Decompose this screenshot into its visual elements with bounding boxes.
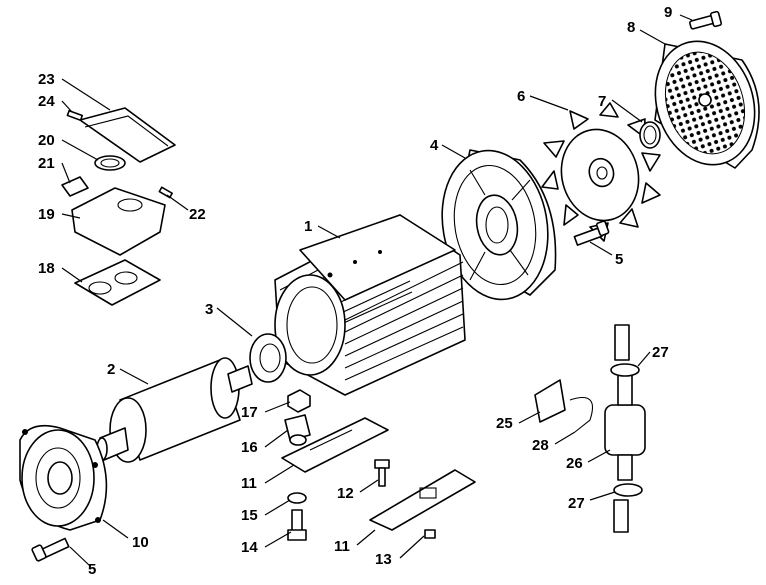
callout-27-upper: 27 (652, 344, 669, 361)
callout-14: 14 (241, 539, 258, 556)
bolt-lower-part (31, 537, 70, 562)
callout-25: 25 (496, 415, 513, 432)
callout-4: 4 (430, 137, 439, 154)
callout-22: 22 (189, 206, 206, 223)
callout-11-lower: 11 (334, 538, 350, 555)
grease-nipple-part (284, 414, 311, 446)
callout-19: 19 (38, 206, 55, 223)
callout-13: 13 (375, 551, 392, 568)
end-shield-part (441, 149, 557, 301)
foot-bolt-part (287, 509, 307, 541)
base-plate-part (74, 259, 161, 306)
retaining-ring-part (639, 121, 661, 149)
cover-screw-side-part (158, 186, 173, 199)
wire-loop-part (569, 396, 594, 433)
hose-upper-part (614, 324, 630, 361)
callout-1: 1 (304, 218, 312, 235)
callout-15: 15 (241, 507, 258, 524)
filter-part (604, 374, 646, 481)
bolt-upper-part (573, 220, 610, 246)
callout-6: 6 (517, 88, 525, 105)
callout-5-upper: 5 (615, 251, 623, 268)
callout-21: 21 (38, 155, 55, 172)
terminal-box-part (71, 187, 166, 256)
callout-28: 28 (532, 437, 549, 454)
flange-shield-part (19, 424, 108, 531)
callout-7: 7 (598, 93, 606, 110)
callout-2: 2 (107, 361, 115, 378)
clip-bracket-part (534, 379, 566, 423)
cover-screw-part (689, 10, 723, 30)
bearing-part (249, 333, 287, 383)
hose-clamp-lower-part (613, 483, 643, 497)
motor-housing-part (274, 214, 466, 396)
callout-24: 24 (38, 93, 55, 110)
rotor-part (96, 357, 253, 463)
gasket-ring-part (94, 155, 126, 171)
callout-12: 12 (337, 485, 354, 502)
callout-17: 17 (241, 404, 258, 421)
callout-26: 26 (566, 455, 583, 472)
plug-part (424, 529, 436, 539)
callout-labels: 9 8 6 7 4 1 5 3 2 10 5 23 24 20 21 22 19… (38, 4, 672, 578)
cover-screw-small-part (66, 109, 84, 122)
callout-8: 8 (627, 19, 635, 36)
fan-part (541, 102, 661, 242)
callout-11-upper: 11 (241, 475, 257, 492)
terminal-box-cover-part (79, 107, 176, 163)
callout-18: 18 (38, 260, 55, 277)
cable-seal-part (61, 176, 89, 197)
fan-cover-part (654, 40, 760, 169)
callout-9: 9 (664, 4, 672, 21)
nut-part (287, 389, 311, 413)
callout-3: 3 (205, 301, 213, 318)
mounting-foot-lower-part (369, 469, 476, 531)
callout-16: 16 (241, 439, 258, 456)
mounting-foot-part (281, 417, 389, 473)
callout-27-lower: 27 (568, 495, 585, 512)
callout-20: 20 (38, 132, 55, 149)
hose-clamp-upper-part (610, 363, 640, 377)
callout-10: 10 (132, 534, 149, 551)
leader-lines (61, 14, 693, 567)
callout-5-lower: 5 (88, 561, 96, 578)
callout-23: 23 (38, 71, 55, 88)
hex-bolt-part (374, 459, 390, 487)
hose-lower-part (613, 499, 629, 533)
washer-part (287, 492, 307, 504)
